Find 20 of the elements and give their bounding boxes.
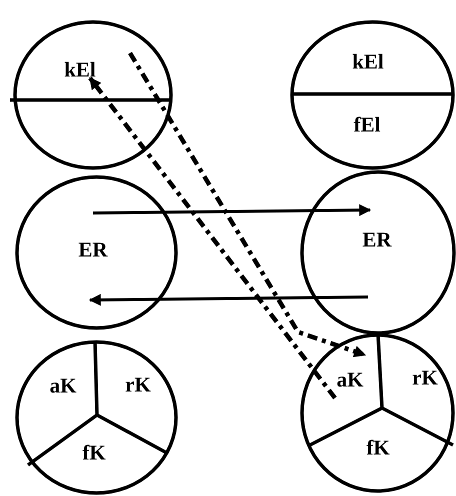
- node-label: fK: [82, 442, 106, 464]
- node-label: ER: [362, 230, 392, 250]
- node-label: ER: [78, 240, 108, 260]
- node-label: kEl: [64, 60, 96, 80]
- node-label: rK: [412, 368, 438, 388]
- arrow: [88, 294, 368, 306]
- circle-node: [300, 333, 455, 493]
- node-label: aK: [336, 370, 364, 390]
- arrow: [128, 52, 366, 358]
- circle-node: [300, 170, 456, 335]
- circle-node: [15, 340, 178, 495]
- arrow: [92, 204, 372, 216]
- arrow: [88, 76, 337, 400]
- circle-node: [15, 175, 178, 330]
- node-label: rK: [125, 374, 151, 396]
- node-label: aK: [50, 376, 76, 396]
- node-label: kEl: [352, 52, 384, 72]
- node-label: fK: [366, 438, 390, 458]
- node-label: fEl: [354, 114, 380, 136]
- circle-node: [290, 20, 455, 170]
